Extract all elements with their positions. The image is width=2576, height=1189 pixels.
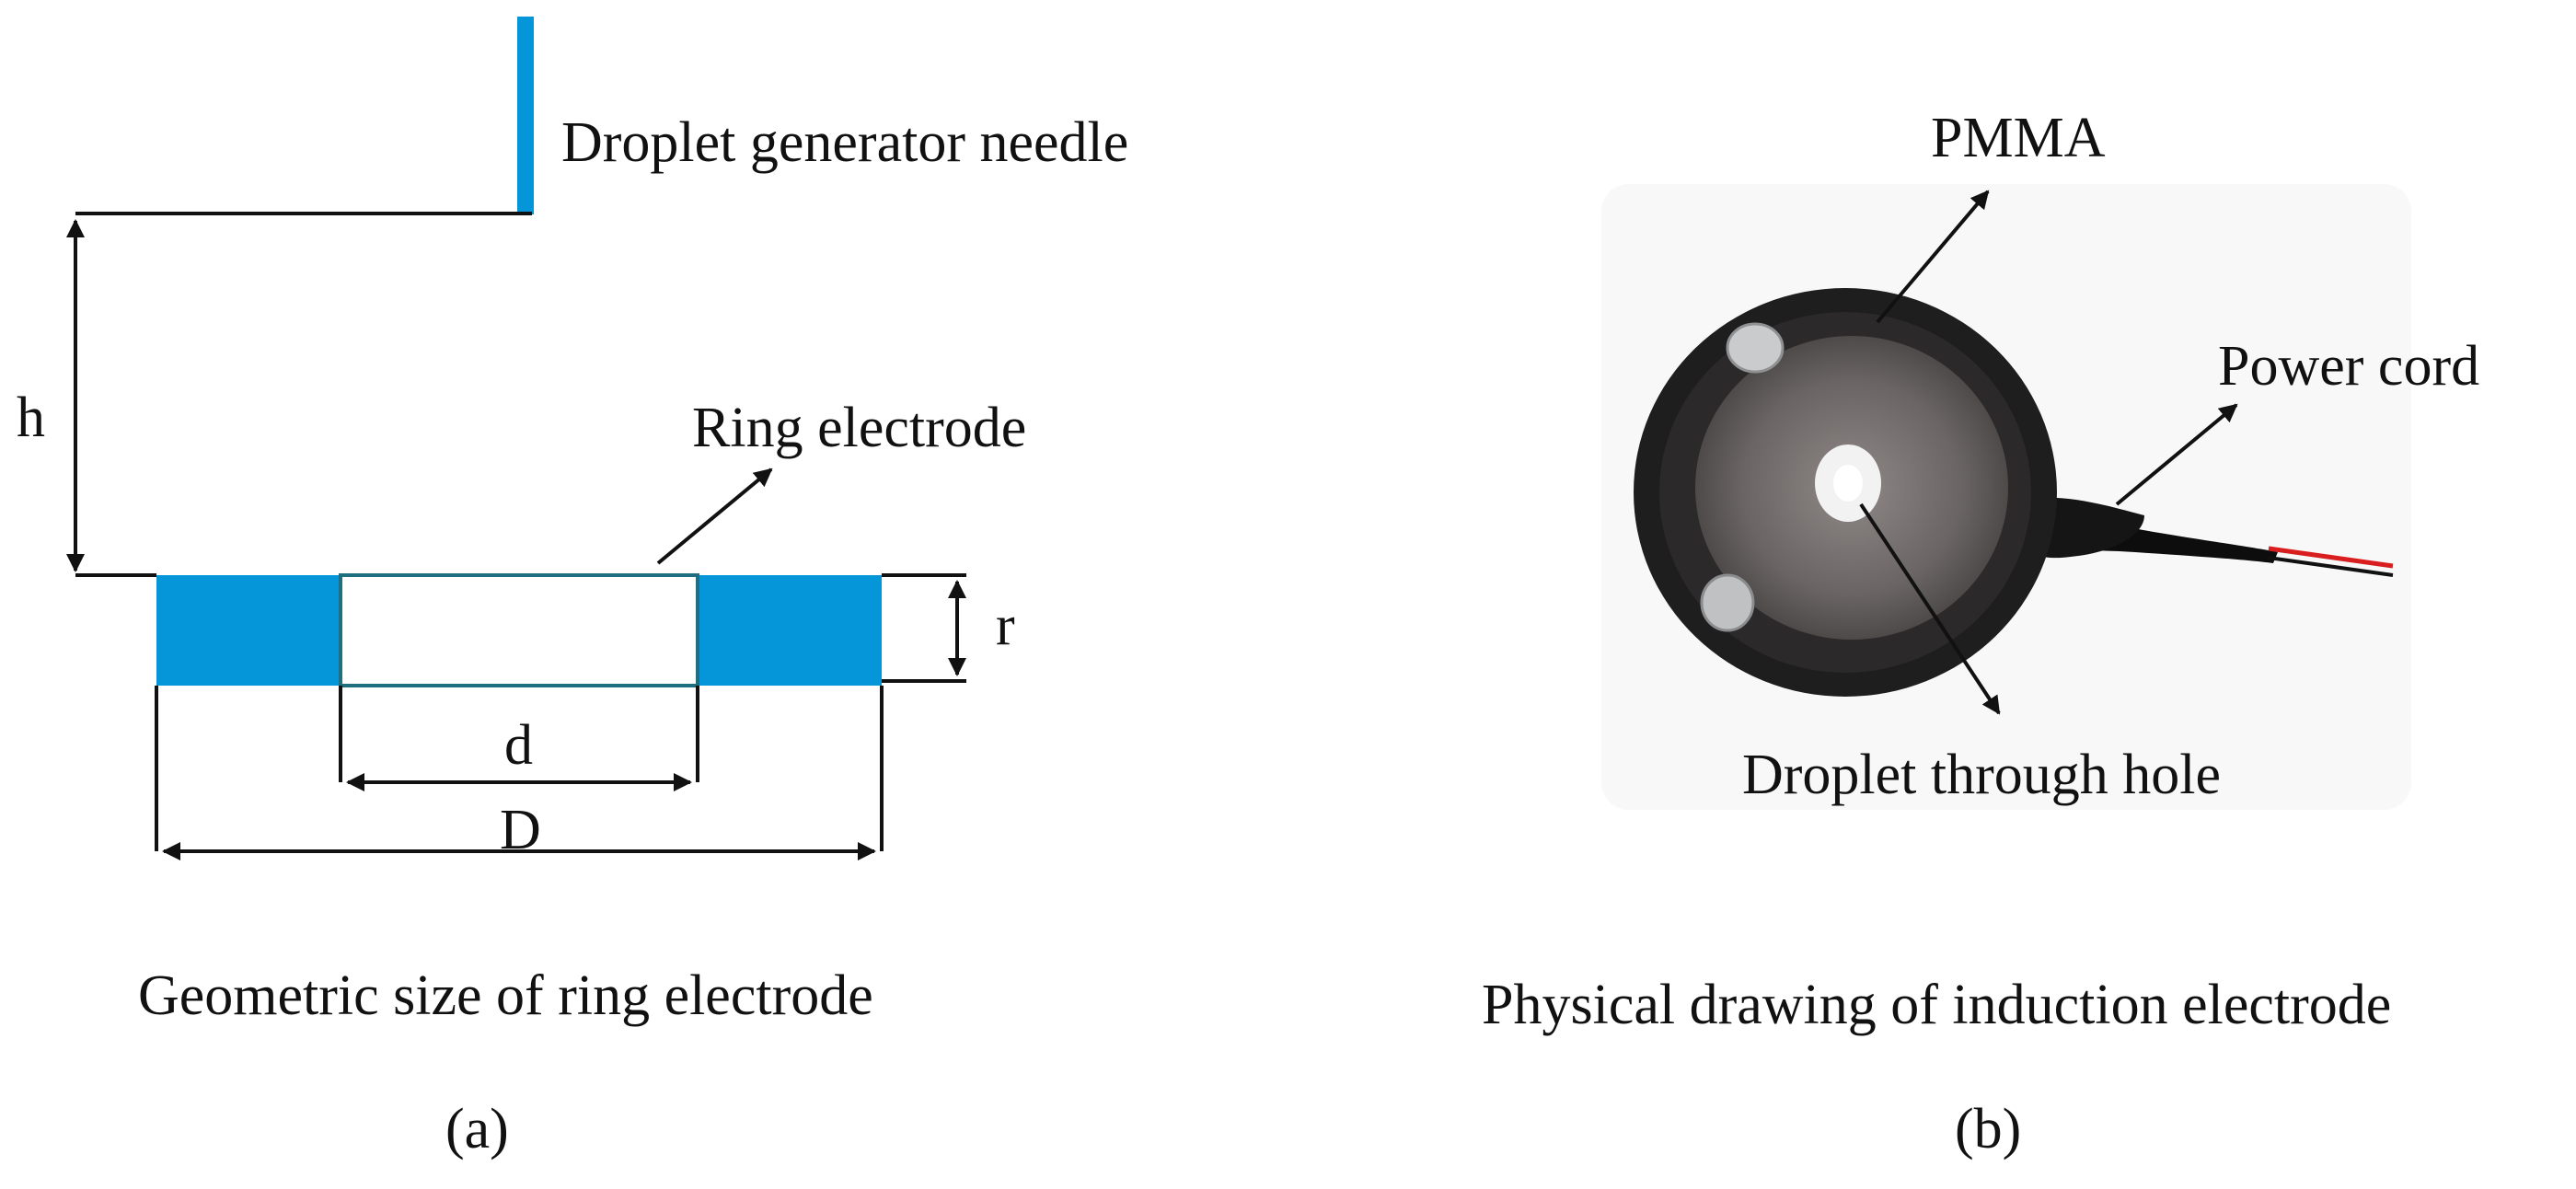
dim-D-label: D (500, 799, 541, 861)
through-hole-arrow (1859, 502, 2001, 715)
screw-top (1726, 322, 1785, 374)
screw-bottom (1700, 573, 1755, 632)
caption-b: Physical drawing of induction electrode (1482, 974, 2391, 1036)
pmma-label: PMMA (1931, 107, 2106, 169)
tag-b: (b) (1955, 1098, 2021, 1160)
power-cord-label: Power cord (2218, 335, 2479, 398)
needle-label: Droplet generator needle (561, 111, 1128, 174)
ring-right-section (698, 575, 882, 686)
dim-r-label: r (996, 594, 1015, 657)
dim-h-label: h (17, 387, 45, 449)
tag-a: (a) (445, 1098, 509, 1160)
panel-a: h Ring electrode r d D Droplet generator… (17, 17, 1128, 1160)
caption-a: Geometric size of ring electrode (138, 964, 873, 1027)
through-hole-label: Droplet through hole (1742, 744, 2221, 806)
through-hole-glare (1833, 465, 1863, 502)
ring-electrode-arrow (656, 468, 773, 565)
ring-hole (339, 573, 699, 687)
pmma-arrow (1876, 190, 1990, 324)
needle (517, 17, 534, 214)
panel-b: PMMA Power cord Droplet through hole Phy… (1482, 107, 2479, 1160)
ring-electrode-label: Ring electrode (692, 397, 1026, 459)
power-cord-black-wire (2268, 556, 2394, 577)
ring-left-section (156, 575, 341, 686)
dim-d-label: d (504, 714, 533, 777)
power-cord-red-wire (2268, 546, 2394, 569)
power-cord-arrow (2115, 403, 2238, 506)
